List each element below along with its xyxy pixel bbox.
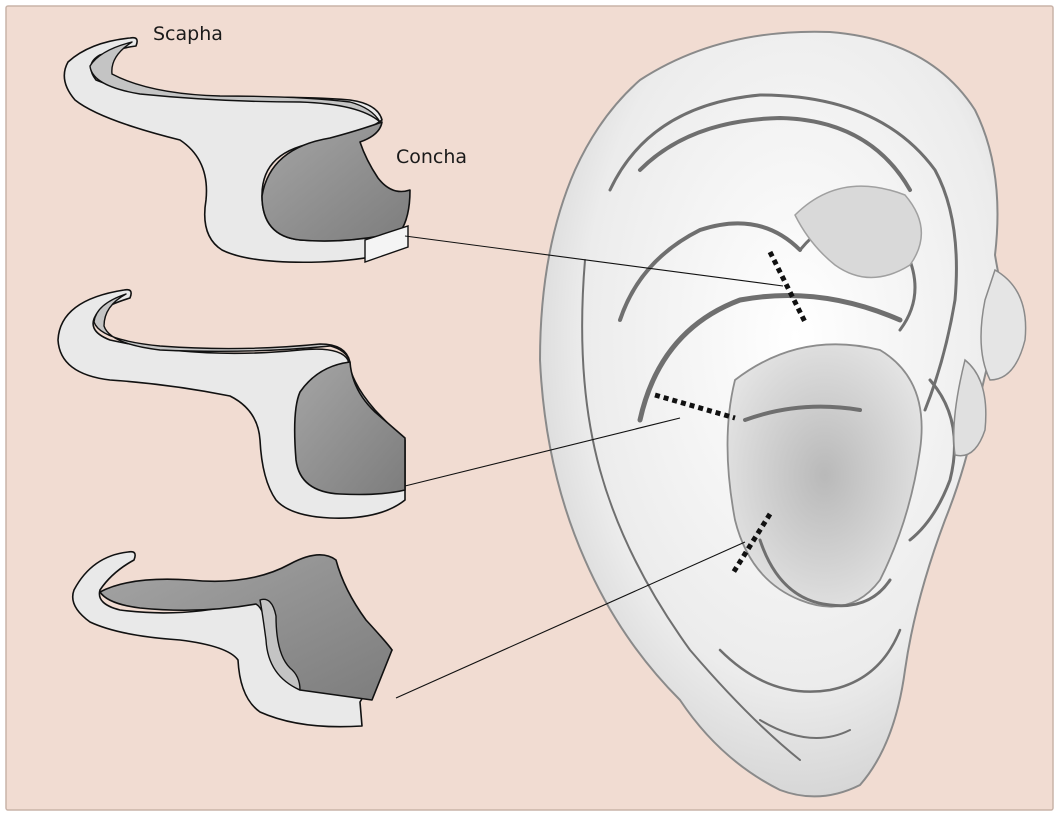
label-scapha: Scapha (153, 23, 223, 45)
label-concha: Concha (396, 146, 467, 168)
